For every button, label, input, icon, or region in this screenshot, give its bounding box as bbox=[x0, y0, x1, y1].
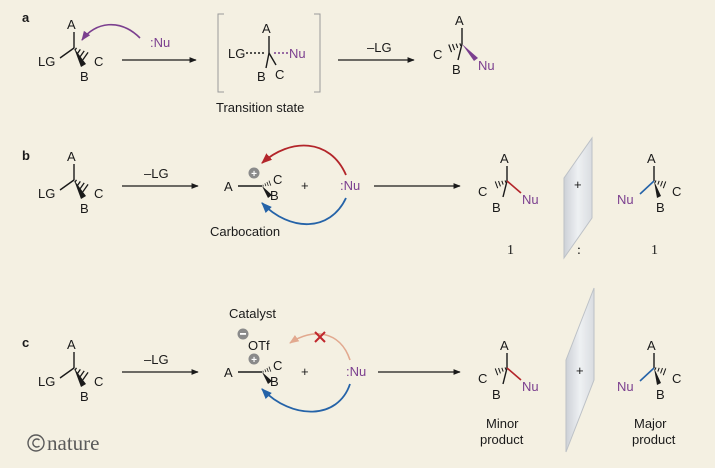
step-label-a: –LG bbox=[367, 40, 392, 55]
substituent-C: C bbox=[672, 371, 681, 386]
copyright-icon bbox=[27, 434, 45, 452]
panel-label-c: c bbox=[22, 335, 29, 350]
substituent-C: C bbox=[478, 184, 487, 199]
nature-logo: nature bbox=[27, 431, 99, 455]
substrate-a: A LG B C bbox=[38, 17, 103, 84]
substituent-A: A bbox=[67, 149, 76, 164]
transition-state-caption: Transition state bbox=[216, 100, 304, 115]
product-substituent-C: C bbox=[433, 47, 442, 62]
substituent-C: C bbox=[94, 186, 103, 201]
substituent-B: B bbox=[656, 200, 665, 215]
substituent-B: B bbox=[80, 201, 89, 216]
leaving-group: LG bbox=[38, 54, 55, 69]
counterion-otf: OTf bbox=[248, 338, 270, 353]
ts-leaving-group: LG bbox=[228, 46, 245, 61]
major-label-line1: Major bbox=[634, 416, 667, 431]
carbocation-A: A bbox=[224, 365, 233, 380]
leaving-group: LG bbox=[38, 374, 55, 389]
substituent-C: C bbox=[94, 54, 103, 69]
minor-product: A C B Nu bbox=[478, 338, 539, 402]
product-a: A C B Nu bbox=[433, 13, 495, 77]
substituent-B: B bbox=[80, 389, 89, 404]
panel-label-a: a bbox=[22, 10, 30, 25]
charge-plus-icon bbox=[248, 167, 260, 179]
minus-glyph bbox=[240, 333, 246, 335]
step-label-c: –LG bbox=[144, 352, 169, 367]
brand-wordmark: nature bbox=[47, 431, 99, 455]
product-nucleophile: Nu bbox=[478, 58, 495, 73]
nucleophile: Nu bbox=[522, 192, 539, 207]
ratio-left: 1 bbox=[507, 243, 514, 258]
carbocation-C: C bbox=[273, 172, 282, 187]
carbocation-c: + A C B bbox=[224, 353, 282, 389]
ts-substituent-C: C bbox=[275, 67, 284, 82]
nucleophile: Nu bbox=[522, 379, 539, 394]
substituent-A: A bbox=[500, 151, 509, 166]
nucleophile: Nu bbox=[617, 192, 634, 207]
charge-plus-glyph: + bbox=[251, 355, 257, 366]
plus-sign-b: + bbox=[301, 178, 309, 193]
panel-label-b: b bbox=[22, 148, 30, 163]
substituent-A: A bbox=[67, 337, 76, 352]
carbocation-A: A bbox=[224, 179, 233, 194]
charge-plus-glyph: + bbox=[251, 169, 257, 180]
substituent-B: B bbox=[492, 200, 501, 215]
blue-attack-arrow bbox=[261, 197, 347, 225]
ratio-colon: : bbox=[577, 243, 581, 258]
substituent-B: B bbox=[492, 387, 501, 402]
product-substituent-A: A bbox=[455, 13, 464, 28]
catalyst-label: Catalyst bbox=[229, 306, 276, 321]
cross-mark-icon bbox=[314, 331, 326, 343]
blue-attack-arrow-c bbox=[261, 383, 351, 413]
carbocation: + A C B bbox=[224, 167, 282, 203]
substituent-C: C bbox=[478, 371, 487, 386]
enantiomer-left-b: A C B Nu bbox=[478, 151, 539, 215]
nucleophile-reagent-b: :Nu bbox=[340, 178, 360, 193]
minor-label-line1: Minor bbox=[486, 416, 519, 431]
leaving-group: LG bbox=[38, 186, 55, 201]
substituent-A: A bbox=[500, 338, 509, 353]
nucleophile-attack-arrow bbox=[81, 23, 141, 41]
mirror-plane-icon bbox=[565, 287, 595, 453]
step-label-b: –LG bbox=[144, 166, 169, 181]
blocked-attack-arrow bbox=[289, 333, 351, 361]
ts-substituent-A: A bbox=[262, 21, 271, 36]
substituent-C: C bbox=[94, 374, 103, 389]
major-label-line2: product bbox=[632, 432, 676, 447]
substituent-B: B bbox=[80, 69, 89, 84]
substituent-A: A bbox=[647, 151, 656, 166]
substituent-B: B bbox=[656, 387, 665, 402]
carbocation-B: B bbox=[270, 188, 279, 203]
substituent-A: A bbox=[647, 338, 656, 353]
product-substituent-B: B bbox=[452, 62, 461, 77]
minor-label-line2: product bbox=[480, 432, 524, 447]
mirror-plus: + bbox=[574, 177, 582, 192]
plus-sign-c: + bbox=[301, 364, 309, 379]
ts-substituent-B: B bbox=[257, 69, 266, 84]
charge-plus-icon bbox=[248, 353, 260, 365]
ts-nucleophile: Nu bbox=[289, 46, 306, 61]
substrate-c: A LG B C bbox=[38, 337, 103, 404]
ratio-right: 1 bbox=[651, 243, 658, 258]
mirror-plane-icon bbox=[563, 136, 593, 260]
transition-state: A LG Nu B C bbox=[217, 13, 321, 93]
substituent-C: C bbox=[672, 184, 681, 199]
nucleophile: Nu bbox=[617, 379, 634, 394]
nucleophile-reagent-c: :Nu bbox=[346, 364, 366, 379]
substrate-b: A LG B C bbox=[38, 149, 103, 216]
carbocation-caption: Carbocation bbox=[210, 224, 280, 239]
major-product: A Nu C B bbox=[617, 338, 681, 402]
carbocation-B: B bbox=[270, 374, 279, 389]
carbocation-C: C bbox=[273, 358, 282, 373]
mirror-plus: + bbox=[576, 363, 584, 378]
enantiomer-right-b: A Nu C B bbox=[617, 151, 681, 215]
substituent-A: A bbox=[67, 17, 76, 32]
nucleophile-reagent: :Nu bbox=[150, 35, 170, 50]
red-attack-arrow bbox=[261, 144, 347, 176]
